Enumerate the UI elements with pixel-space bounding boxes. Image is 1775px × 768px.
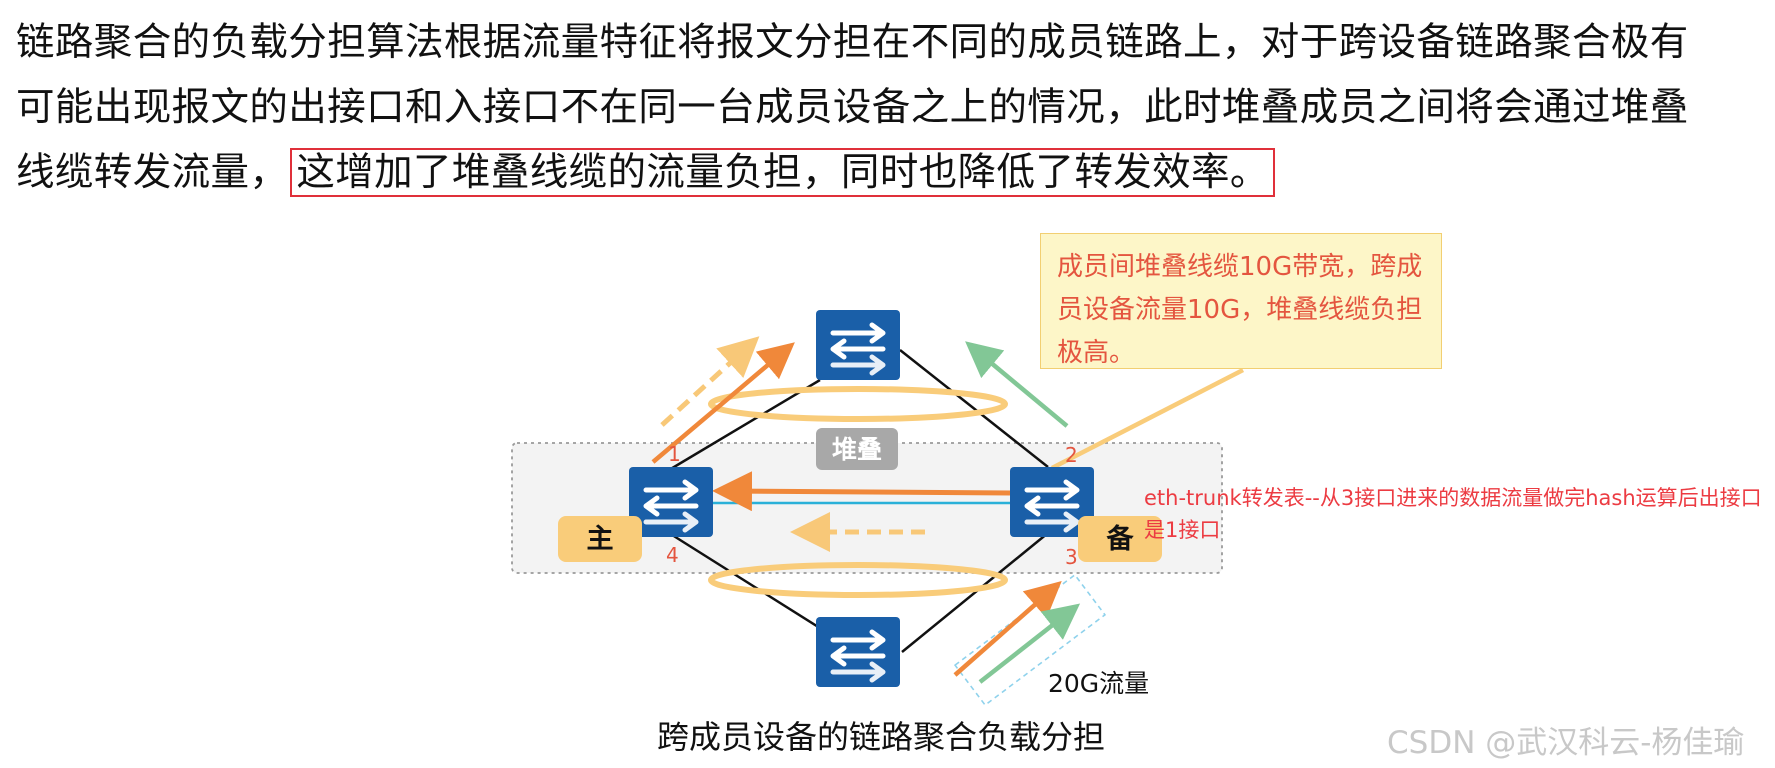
- traffic-20g-group: [953, 573, 1107, 707]
- port-label-2: 2: [1065, 443, 1078, 467]
- primary-label: 主: [587, 524, 614, 555]
- stack-badge: [816, 428, 898, 470]
- orange-arrow-stack: [712, 471, 1011, 512]
- lag-ellipse-top: [708, 386, 1008, 422]
- forwarding-table-callout: eth-trunk转发表--从3接口进来的数据流量做完hash运算后出接口是1接…: [1144, 486, 1762, 542]
- highlighted-sentence: 这增加了堆叠线缆的流量负担，同时也降低了转发效率。: [290, 148, 1275, 197]
- switch-icon: [816, 310, 900, 380]
- stack-label: 堆叠: [832, 435, 882, 464]
- green-arrow-upper-right: [965, 341, 1069, 428]
- orange-arrow-upper-left: [651, 342, 795, 464]
- port-label-3: 3: [1065, 545, 1078, 569]
- port-label-1: 1: [668, 442, 681, 466]
- primary-badge: [558, 516, 642, 562]
- backup-label: 备: [1106, 524, 1135, 555]
- dashed-arrow-upper-left: [660, 336, 760, 427]
- paragraph-line-3-plain: 线缆转发流量，: [16, 150, 289, 195]
- watermark: CSDN @武汉科云-杨佳瑜: [1387, 725, 1745, 761]
- diagram-caption: 跨成员设备的链路聚合负载分担: [657, 718, 1106, 756]
- paragraph-line-2: 可能出现报文的出接口和入接口不在同一台成员设备之上的情况，此时堆叠成员之间将会通…: [16, 85, 1689, 130]
- port-label-4: 4: [666, 543, 679, 567]
- intro-paragraph: 链路聚合的负载分担算法根据流量特征将报文分担在不同的成员链路上，对于跨设备链路聚…: [16, 10, 1775, 205]
- switch-icon: [816, 617, 900, 687]
- traffic-20g-label: 20G流量: [1048, 669, 1150, 698]
- backup-badge: [1078, 516, 1162, 562]
- paragraph-line-1: 链路聚合的负载分担算法根据流量特征将报文分担在不同的成员链路上，对于跨设备链路聚…: [16, 20, 1689, 65]
- paragraph-line-3: 线缆转发流量，这增加了堆叠线缆的流量负担，同时也降低了转发效率。: [16, 140, 1775, 205]
- note-connector: [1050, 367, 1245, 471]
- lag-ellipse-bottom: [708, 562, 1008, 598]
- bandwidth-note: 成员间堆叠线缆10G带宽，跨成员设备流量10G，堆叠线缆负担极高。: [1040, 233, 1442, 369]
